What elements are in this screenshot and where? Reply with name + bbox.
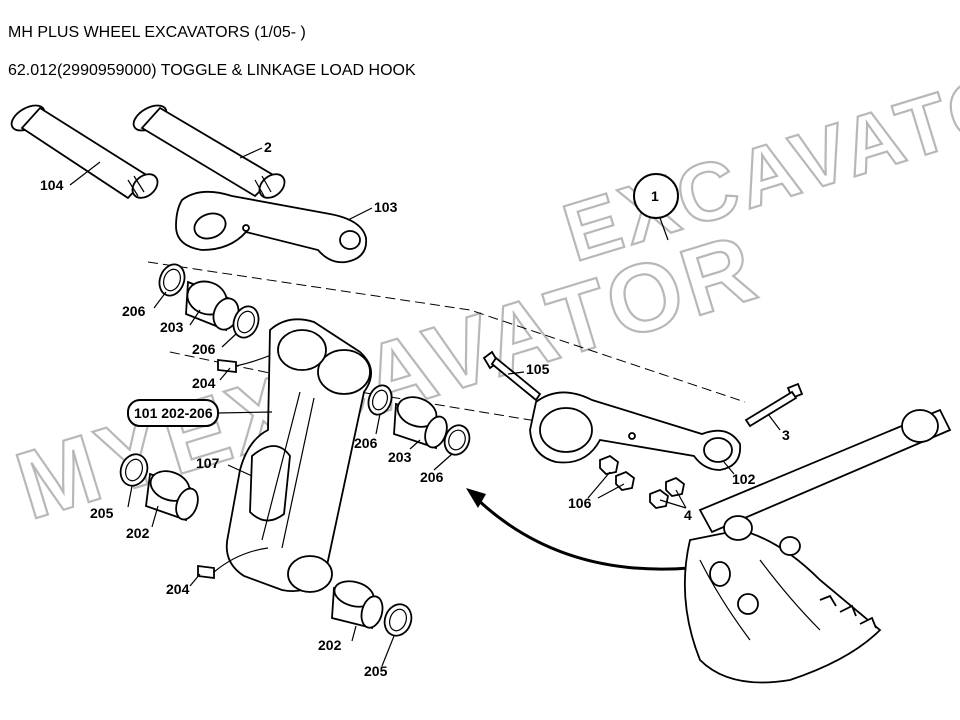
label-107: 107 [196,455,220,471]
label-2: 2 [264,139,272,155]
label-101: 101 202-206 [134,405,213,421]
pin-2[interactable] [129,100,289,202]
label-204-a: 204 [192,375,216,391]
watermark-top: EXCAVATOR.RU [554,0,960,279]
label-202-b: 202 [318,637,342,653]
model-title: MH PLUS WHEEL EXCAVATORS (1/05- ) [8,24,306,41]
ring-206-mid[interactable] [229,303,262,341]
ring-206-right-a[interactable] [365,382,396,418]
grease-nipple-204-lower[interactable] [197,547,269,580]
bolt-105[interactable] [482,350,542,402]
label-203-a: 203 [160,319,184,335]
nut-106[interactable] [599,454,635,491]
label-206-d: 206 [420,469,444,485]
label-105: 105 [526,361,550,377]
label-4: 4 [684,507,692,523]
link-102[interactable] [529,391,742,471]
label-205-b: 205 [364,663,388,679]
bucket-assembly[interactable] [683,408,952,684]
label-204-b: 204 [166,581,190,597]
ring-206-upper[interactable] [155,261,188,299]
label-206-b: 206 [192,341,216,357]
label-102: 102 [732,471,756,487]
assembly-arrow [466,488,691,571]
label-1: 1 [651,188,659,204]
ring-206-right-b[interactable] [441,422,474,458]
grease-nipple-204-upper[interactable] [217,349,283,374]
label-202-a: 202 [126,525,150,541]
label-104: 104 [40,177,64,193]
label-3: 3 [782,427,790,443]
ring-205-left[interactable] [116,451,151,490]
watermark: EXCAVATOR.RU MYEXCAVATOR [4,0,960,541]
ring-205-lower[interactable] [380,601,415,640]
link-107[interactable] [225,318,372,593]
label-206-a: 206 [122,303,146,319]
link-103[interactable] [175,190,368,264]
assembly-line-1 [147,261,746,403]
callout-labels: 104 2 103 1 206 203 206 204 101 202-206 … [40,139,790,679]
bushing-203-right[interactable] [393,392,450,450]
label-205-a: 205 [90,505,114,521]
pin-104[interactable] [7,100,162,202]
group-title: 62.012(2990959000) TOGGLE & LINKAGE LOAD… [8,62,416,79]
nut-4[interactable] [649,476,685,509]
callout-box-101[interactable] [127,399,219,427]
bushing-203-upper[interactable] [183,276,243,333]
leader-lines [69,147,781,667]
callout-circle-1[interactable] [633,173,679,219]
bolt-3[interactable] [744,382,804,428]
label-206-c: 206 [354,435,378,451]
label-106: 106 [568,495,592,511]
label-103: 103 [374,199,398,215]
bushing-202-lower[interactable] [331,577,386,630]
label-203-b: 203 [388,449,412,465]
